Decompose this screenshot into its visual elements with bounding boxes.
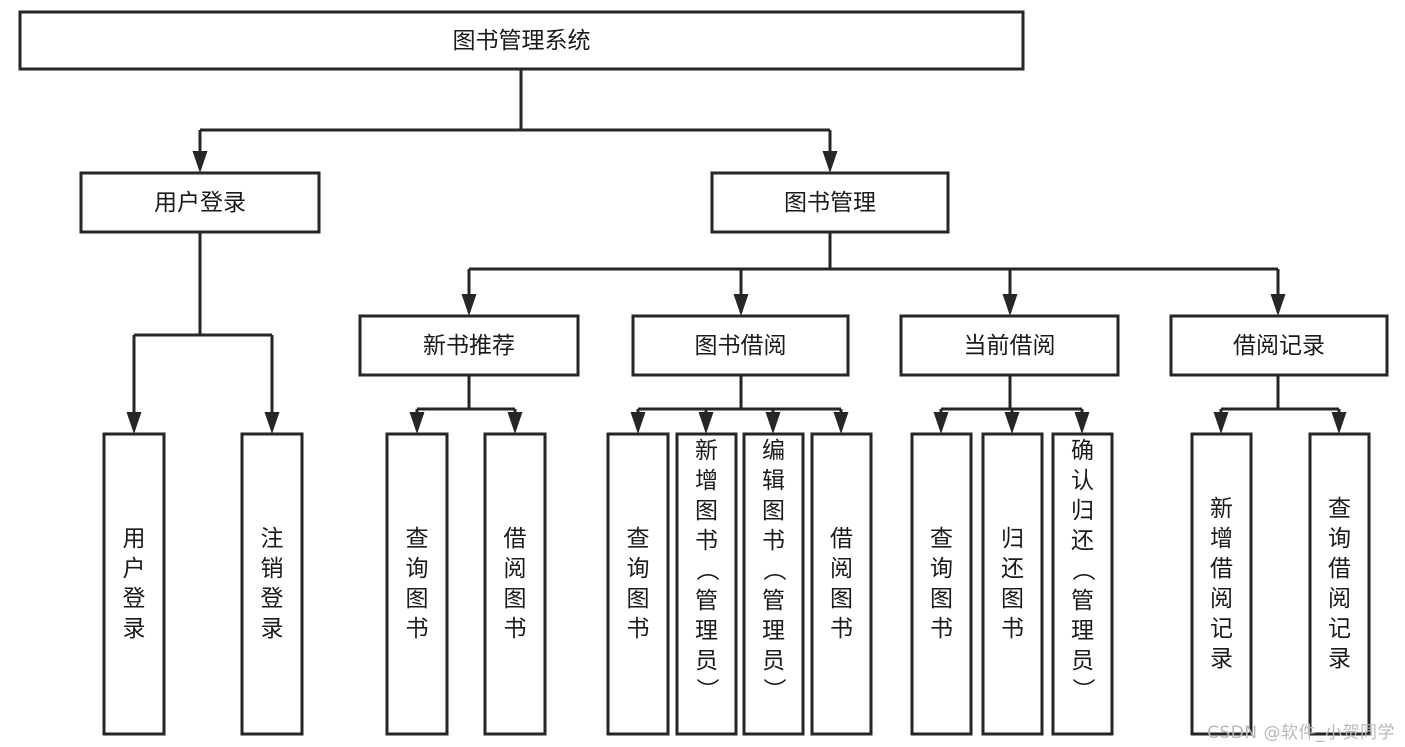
node-leaf-borrow-query[interactable]: 查询图书 [606, 432, 670, 736]
arrow-head-icon [1002, 294, 1018, 316]
node-root[interactable]: 图书管理系统 [18, 10, 1025, 71]
node-leaf-user-login[interactable]: 用户登录 [102, 432, 166, 736]
node-leaf-rec-query[interactable]: 查询图书 [385, 432, 449, 736]
arrow-head-icon [1331, 412, 1347, 434]
node-label: 归还图书 [1001, 526, 1024, 642]
arrow-head-icon [1270, 294, 1286, 316]
node-box[interactable] [631, 314, 850, 377]
arrow-head-icon [264, 412, 280, 434]
arrow-head-icon [698, 412, 714, 434]
arrow-head-icon [765, 412, 781, 434]
arrow-head-icon [630, 412, 646, 434]
node-box[interactable] [1308, 432, 1371, 736]
nodes-layer: 图书管理系统用户登录图书管理新书推荐图书借阅当前借阅借阅记录用户登录注销登录查询… [18, 10, 1389, 736]
node-leaf-user-logout[interactable]: 注销登录 [240, 432, 304, 736]
arrow-head-icon [822, 151, 838, 173]
connector-bookmgmt-to-level2 [461, 232, 1286, 316]
node-box[interactable] [675, 432, 738, 736]
node-label: 图书管理系统 [453, 28, 591, 54]
node-label: 图书管理 [784, 190, 876, 216]
arrow-head-icon [461, 294, 477, 316]
connector-root-to-level1 [192, 69, 838, 173]
node-leaf-borrow-add[interactable]: 新增图书（管理员） [675, 432, 738, 736]
arrow-head-icon [733, 294, 749, 316]
arrow-head-icon [1213, 412, 1229, 434]
node-box[interactable] [1190, 432, 1253, 736]
arrow-head-icon [1074, 412, 1090, 434]
node-box[interactable] [899, 314, 1120, 377]
node-label: 查询图书 [627, 526, 650, 642]
arrow-head-icon [409, 412, 425, 434]
arrow-head-icon [833, 412, 849, 434]
node-label: 借阅图书 [830, 526, 853, 642]
node-label: 借阅记录 [1233, 333, 1325, 359]
node-current-borrow[interactable]: 当前借阅 [899, 314, 1120, 377]
node-box[interactable] [606, 432, 670, 736]
arrow-head-icon [192, 151, 208, 173]
node-leaf-rec-query2[interactable]: 查询借阅记录 [1308, 432, 1371, 736]
node-leaf-cur-query[interactable]: 查询图书 [910, 432, 973, 736]
arrow-head-icon [507, 412, 523, 434]
arrow-head-icon [1004, 412, 1020, 434]
node-label: 确认归还（管理员） [1071, 438, 1096, 704]
node-label: 用户登录 [154, 190, 246, 216]
node-leaf-cur-return[interactable]: 归还图书 [981, 432, 1044, 736]
node-leaf-borrow-edit[interactable]: 编辑图书（管理员） [742, 432, 805, 736]
node-box[interactable] [810, 432, 873, 736]
node-label: 借阅图书 [504, 526, 527, 642]
connector-currentborrow-to-leaves [933, 375, 1090, 434]
node-box[interactable] [1169, 314, 1389, 377]
node-box[interactable] [240, 432, 304, 736]
node-box[interactable] [18, 10, 1025, 71]
node-box[interactable] [910, 432, 973, 736]
node-box[interactable] [710, 171, 950, 234]
node-box[interactable] [1051, 432, 1114, 736]
connector-borrowrecord-to-leaves [1213, 375, 1347, 434]
node-box[interactable] [79, 171, 321, 234]
node-label: 新增图书（管理员） [695, 438, 720, 704]
node-label: 注销登录 [261, 526, 284, 642]
node-book-mgmt[interactable]: 图书管理 [710, 171, 950, 234]
node-new-book-rec[interactable]: 新书推荐 [358, 314, 580, 377]
node-box[interactable] [358, 314, 580, 377]
node-borrow-record[interactable]: 借阅记录 [1169, 314, 1389, 377]
node-leaf-borrow-do[interactable]: 借阅图书 [810, 432, 873, 736]
connector-userlogin-to-leaves [126, 232, 280, 434]
connector-newbookrec-to-leaves [409, 375, 523, 434]
node-box[interactable] [385, 432, 449, 736]
node-label: 查询图书 [930, 526, 953, 642]
connector-bookborrow-to-leaves [630, 375, 849, 434]
node-leaf-rec-borrow[interactable]: 借阅图书 [483, 432, 547, 736]
connectors-layer [126, 69, 1347, 434]
node-box[interactable] [102, 432, 166, 736]
node-label: 用户登录 [123, 526, 146, 642]
node-box[interactable] [742, 432, 805, 736]
arrow-head-icon [933, 412, 949, 434]
node-leaf-cur-confirm[interactable]: 确认归还（管理员） [1051, 432, 1114, 736]
node-box[interactable] [483, 432, 547, 736]
node-label: 新增借阅记录 [1210, 496, 1233, 672]
node-user-login[interactable]: 用户登录 [79, 171, 321, 234]
node-label: 编辑图书（管理员） [762, 438, 787, 704]
arrow-head-icon [126, 412, 142, 434]
node-label: 查询借阅记录 [1328, 496, 1351, 672]
node-book-borrow[interactable]: 图书借阅 [631, 314, 850, 377]
node-leaf-rec-add[interactable]: 新增借阅记录 [1190, 432, 1253, 736]
node-label: 图书借阅 [695, 333, 787, 359]
node-box[interactable] [981, 432, 1044, 736]
node-label: 新书推荐 [423, 333, 515, 359]
node-label: 当前借阅 [964, 333, 1056, 359]
csdn-watermark: CSDN @软件_小贺同学 [1207, 723, 1395, 743]
node-label: 查询图书 [406, 526, 429, 642]
